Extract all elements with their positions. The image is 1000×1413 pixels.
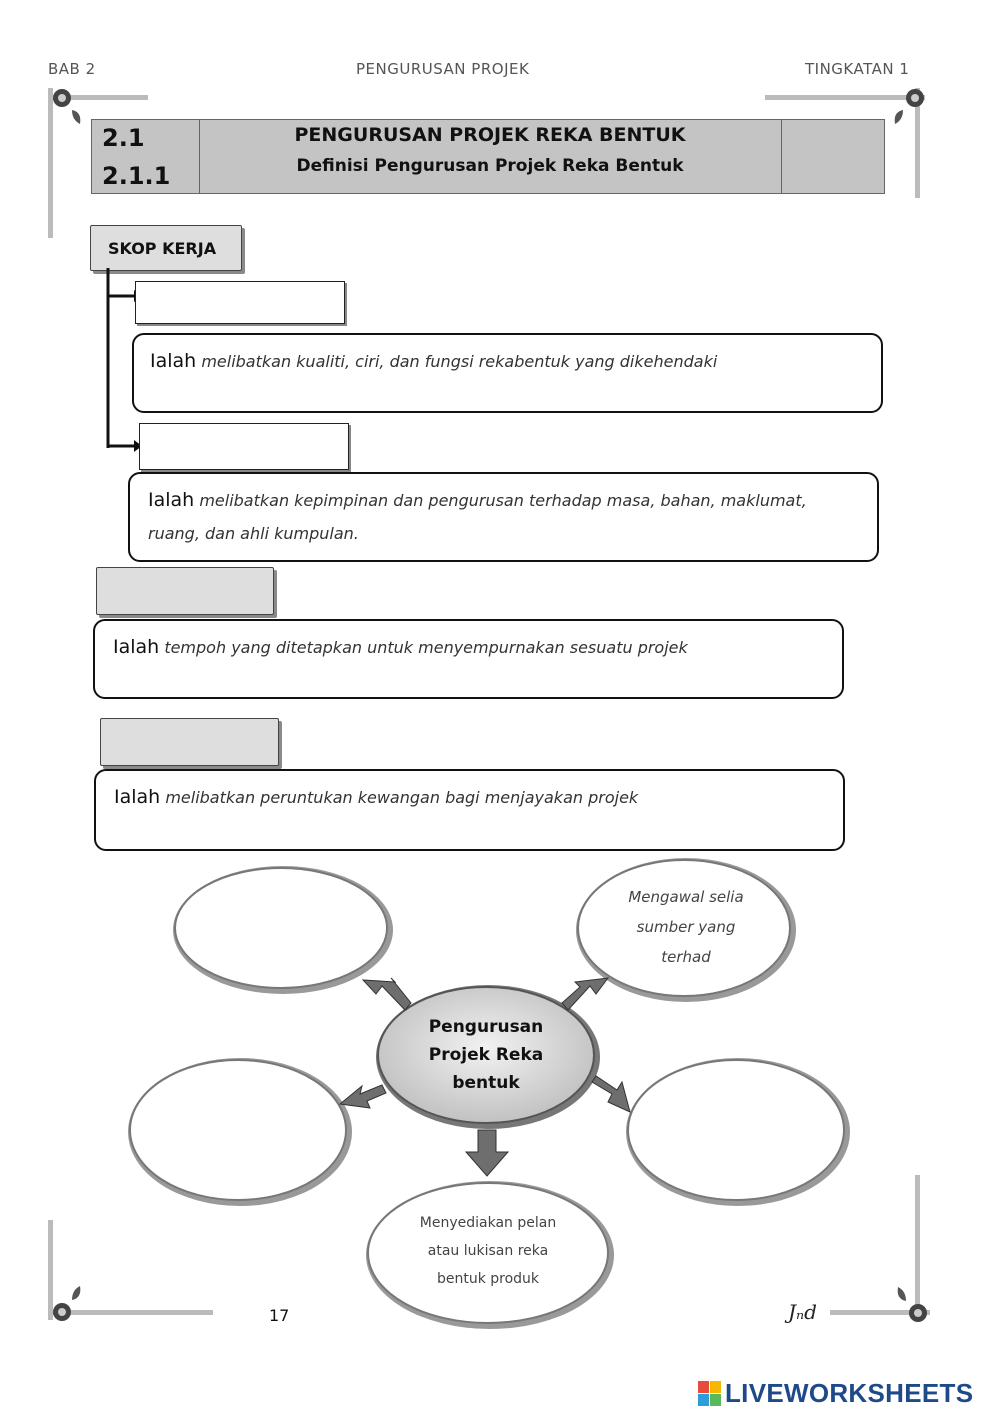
center-topic-line-1: Pengurusan xyxy=(400,1013,572,1041)
section-number: 2.1 xyxy=(102,124,145,152)
answer-box-2[interactable] xyxy=(139,423,349,470)
liveworksheets-logo-icon xyxy=(698,1381,722,1407)
bottom-text: Menyediakan pelan atau lukisan reka bent… xyxy=(388,1209,588,1293)
skop-kerja-label: SKOP KERJA xyxy=(90,225,242,271)
top-right-text: Mengawal selia sumber yang terhad xyxy=(596,882,776,972)
header-chapter: BAB 2 xyxy=(48,60,96,78)
section-title-cell: PENGURUSAN PROJEK REKA BENTUK Definisi P… xyxy=(199,120,782,193)
definition-text-1: melibatkan kualiti, ciri, dan fungsi rek… xyxy=(201,352,717,371)
subsection-title: Definisi Pengurusan Projek Reka Bentuk xyxy=(199,156,781,176)
subsection-number: 2.1.1 xyxy=(102,162,170,190)
definition-text-2b: ruang, dan ahli kumpulan. xyxy=(148,524,359,543)
section-title: PENGURUSAN PROJEK REKA BENTUK xyxy=(199,124,781,146)
definition-lead-4: Ialah xyxy=(114,786,160,808)
definition-text-4: melibatkan peruntukan kewangan bagi menj… xyxy=(165,788,638,807)
liveworksheets-watermark: LIVEWORKSHEETS xyxy=(698,1378,973,1409)
center-topic-line-3: bentuk xyxy=(400,1069,572,1097)
skop-kerja-text: SKOP KERJA xyxy=(91,226,241,258)
answer-box-4[interactable] xyxy=(100,718,279,766)
definition-text-3: tempoh yang ditetapkan untuk menyempurna… xyxy=(164,638,687,657)
answer-box-1[interactable] xyxy=(135,281,345,324)
signature: Jₙd xyxy=(788,1300,817,1324)
definition-text-2a: melibatkan kepimpinan dan pengurusan ter… xyxy=(199,491,806,510)
answer-ellipse-left[interactable] xyxy=(150,1100,325,1160)
bottom-line-1: Menyediakan pelan xyxy=(388,1209,588,1237)
watermark-text: LIVEWORKSHEETS xyxy=(725,1378,973,1409)
arrow-right xyxy=(592,1076,630,1112)
definition-lead-3: Ialah xyxy=(113,636,159,658)
answer-ellipse-top-left[interactable] xyxy=(200,895,365,955)
definition-box-2: Ialah melibatkan kepimpinan dan pengurus… xyxy=(128,472,879,562)
definition-lead-2: Ialah xyxy=(148,489,194,511)
bottom-line-2: atau lukisan reka xyxy=(388,1237,588,1265)
definition-box-4: Ialah melibatkan peruntukan kewangan bag… xyxy=(94,769,845,851)
definition-box-1: Ialah melibatkan kualiti, ciri, dan fung… xyxy=(132,333,883,413)
header-topic: PENGURUSAN PROJEK xyxy=(356,60,529,78)
arrow-bottom xyxy=(466,1130,508,1176)
answer-ellipse-right[interactable] xyxy=(650,1100,825,1160)
center-topic-line-2: Projek Reka xyxy=(400,1041,572,1069)
top-right-line-2: sumber yang xyxy=(596,912,776,942)
section-number-cell: 2.1 2.1.1 xyxy=(92,120,200,193)
bottom-line-3: bentuk produk xyxy=(388,1265,588,1293)
top-right-line-1: Mengawal selia xyxy=(596,882,776,912)
center-topic: Pengurusan Projek Reka bentuk xyxy=(400,1013,572,1097)
definition-lead-1: Ialah xyxy=(150,350,196,372)
section-title-bar: 2.1 2.1.1 PENGURUSAN PROJEK REKA BENTUK … xyxy=(91,119,885,194)
arrow-top-left xyxy=(363,978,411,1010)
page-number: 17 xyxy=(269,1306,289,1325)
top-right-line-3: terhad xyxy=(596,942,776,972)
definition-box-3: Ialah tempoh yang ditetapkan untuk menye… xyxy=(93,619,844,699)
header-level: TINGKATAN 1 xyxy=(805,60,909,78)
arrow-top-right xyxy=(562,978,608,1010)
answer-box-3[interactable] xyxy=(96,567,274,615)
arrow-left xyxy=(340,1085,386,1108)
